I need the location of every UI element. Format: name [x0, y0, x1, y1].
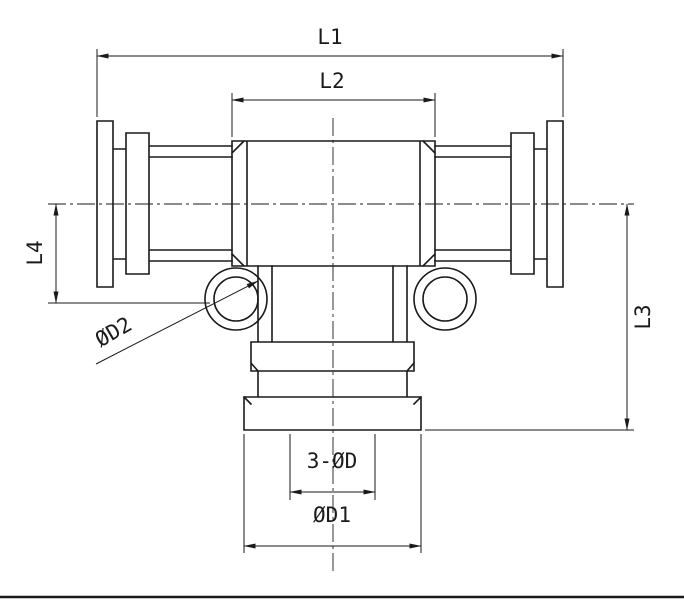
release-button-left-outer [204, 267, 268, 331]
3d-label: 3-ØD [307, 449, 358, 473]
release-button-left-inner [213, 276, 259, 322]
l3-label: L3 [631, 304, 655, 329]
bottom-port-branch [242, 265, 423, 431]
dimension-d1: ØD1 [243, 434, 422, 553]
centerlines [48, 118, 634, 572]
release-button-right-outer [413, 267, 477, 331]
l1-label: L1 [317, 25, 342, 49]
l4-label: L4 [23, 240, 47, 265]
release-button-right-inner [422, 276, 468, 322]
d1-extension-lines [243, 434, 422, 553]
dimension-l2: L2 [231, 69, 436, 137]
l1-extension-lines [96, 49, 564, 117]
dimension-d2: ØD2 [91, 280, 259, 365]
dimension-l3: L3 [425, 203, 655, 431]
dimension-3d: 3-ØD [289, 434, 376, 500]
d1-label: ØD1 [313, 503, 351, 527]
right-port-release-collar [434, 120, 564, 288]
l2-label: L2 [319, 69, 344, 93]
d2-label: ØD2 [91, 312, 136, 352]
d2-leader-line [95, 280, 259, 365]
3d-extension-lines [289, 434, 376, 500]
dimension-l4: L4 [23, 203, 210, 304]
dimension-l1: L1 [96, 25, 564, 117]
center-block [230, 139, 437, 268]
fitting-outline [96, 120, 564, 431]
left-port-release-collar [96, 120, 233, 288]
